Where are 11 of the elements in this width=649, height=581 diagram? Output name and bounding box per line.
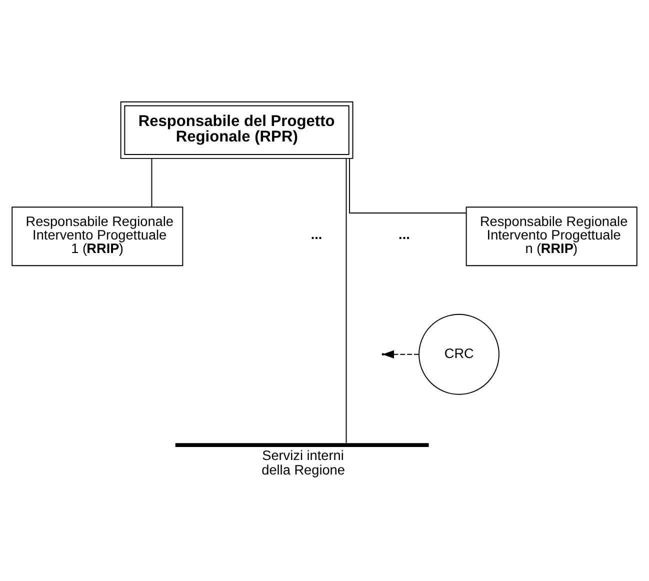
node-label: Servizi interni della Regione	[262, 447, 345, 477]
node-box: Responsabile Regionale Intervento Progettuale 1 (RRIP)	[12, 206, 184, 266]
connector	[346, 158, 347, 443]
connector	[349, 158, 467, 214]
node-box: Responsabile del Progetto Regionale (RPR)	[120, 100, 354, 158]
node-bar	[175, 442, 429, 446]
label: ...	[398, 226, 410, 242]
node-box: Responsabile Regionale Intervento Progettuale n (RRIP)	[466, 206, 638, 266]
node-circle: CRC	[418, 313, 500, 394]
connector	[151, 158, 152, 208]
label: ...	[310, 226, 322, 242]
